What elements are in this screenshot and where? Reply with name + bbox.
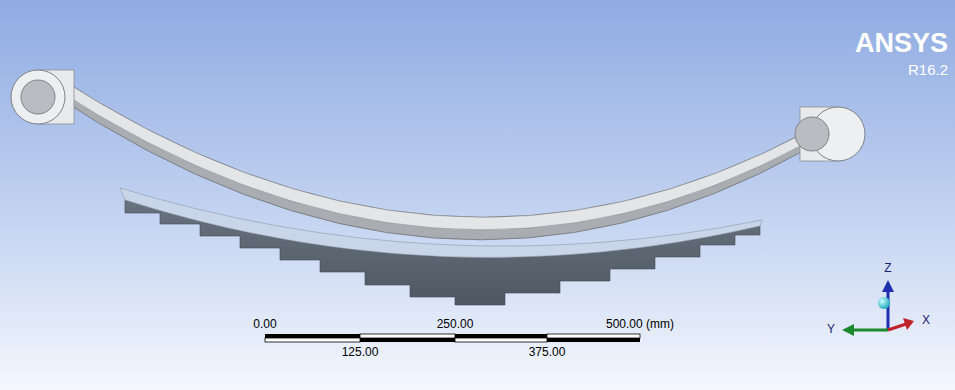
- main-leaf: [50, 72, 810, 240]
- version-text: R16.2: [908, 62, 948, 79]
- axis-triad: [842, 280, 914, 336]
- axis-label: X: [922, 314, 930, 327]
- scale-value: 125.00: [342, 346, 379, 359]
- brand-text: ANSYS: [855, 29, 948, 59]
- axis-label: Y: [827, 323, 835, 336]
- scale-value: 500.00 (mm): [606, 318, 674, 331]
- axis-label: Z: [884, 262, 891, 275]
- eye-right: [795, 107, 865, 161]
- eye-left: [11, 70, 74, 124]
- scale-value: 250.00: [437, 318, 474, 331]
- scale-value: 0.00: [253, 318, 276, 331]
- scale-bar: [265, 334, 640, 342]
- scale-value: 375.00: [529, 346, 566, 359]
